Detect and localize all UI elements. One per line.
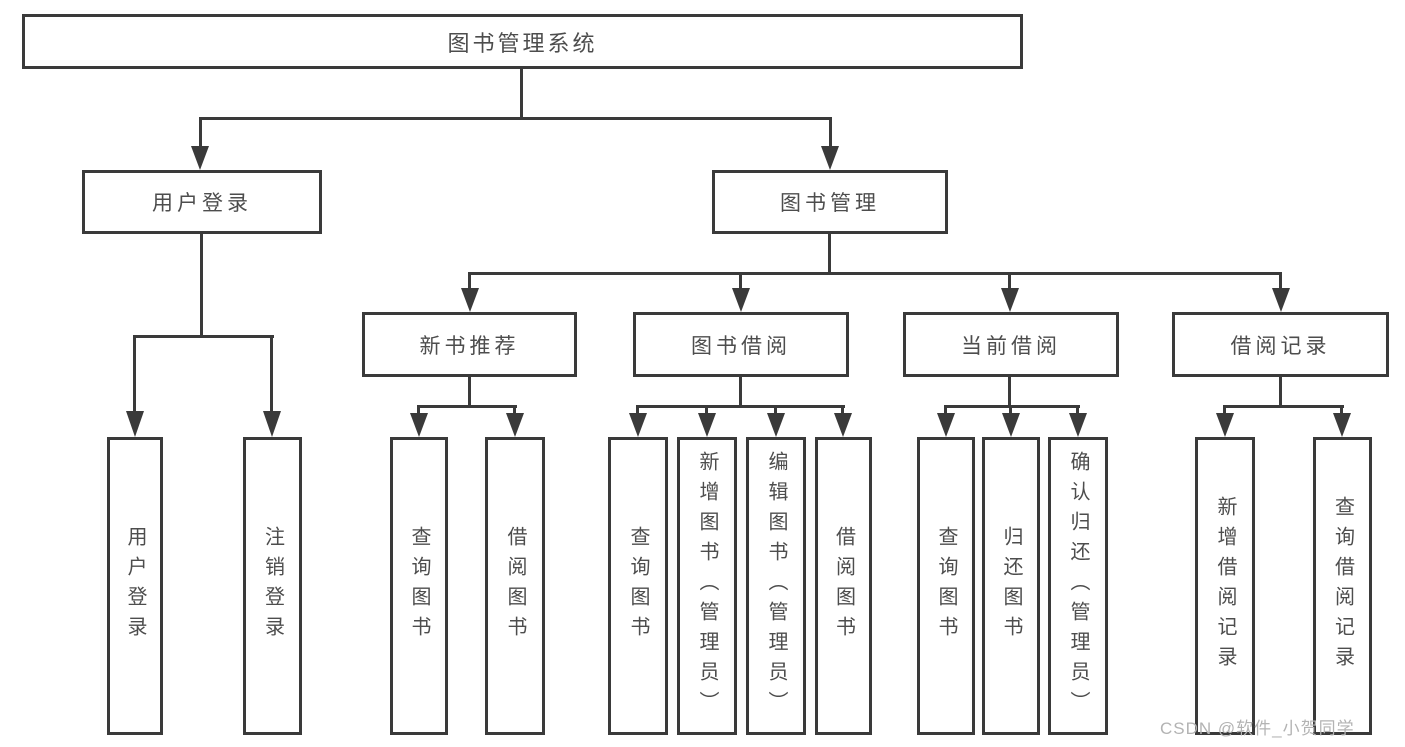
connector-line: [944, 405, 947, 415]
connector-line: [636, 405, 639, 415]
csdn-watermark: CSDN @软件_小贺同学: [1160, 719, 1355, 738]
node-book-management: 图书管理: [712, 170, 948, 234]
node-label: 归还图书: [1000, 526, 1022, 646]
connector-line: [636, 405, 845, 408]
connector-line: [1223, 405, 1344, 408]
connector-line: [1279, 272, 1282, 290]
node-label: 图书借阅: [691, 334, 791, 358]
node-label: 查询图书: [408, 526, 430, 646]
connector-line: [513, 405, 516, 415]
connector-line: [417, 405, 517, 408]
node-library-management-system: 图书管理系统: [22, 14, 1023, 69]
leaf-add-borrow-record: 新增借阅记录: [1195, 437, 1255, 735]
node-label: 注销登录: [261, 526, 284, 646]
connector-line: [133, 335, 274, 338]
arrowhead-down-icon: [191, 146, 209, 170]
node-label: 借阅图书: [832, 526, 855, 646]
arrowhead-down-icon: [1272, 288, 1290, 312]
node-new-book-recommendation: 新书推荐: [362, 312, 577, 377]
connector-line: [1009, 405, 1012, 415]
leaf-query-books-1: 查询图书: [390, 437, 448, 735]
node-label: 图书管理: [780, 192, 880, 215]
node-label: 用户登录: [124, 526, 146, 646]
leaf-borrow-books-1: 借阅图书: [485, 437, 545, 735]
arrowhead-down-icon: [461, 288, 479, 312]
node-current-borrowing: 当前借阅: [903, 312, 1119, 377]
node-label: 确认归还（管理员）: [1067, 451, 1089, 721]
arrowhead-down-icon: [767, 413, 785, 437]
node-book-borrowing: 图书借阅: [633, 312, 849, 377]
connector-line: [199, 117, 202, 148]
node-label: 用户登录: [152, 192, 252, 215]
connector-line: [1340, 405, 1343, 415]
leaf-edit-books-admin: 编辑图书（管理员）: [746, 437, 806, 735]
connector-line: [199, 117, 832, 120]
arrowhead-down-icon: [1002, 413, 1020, 437]
arrowhead-down-icon: [263, 411, 281, 437]
node-label: 新增图书（管理员）: [696, 451, 718, 721]
node-label: 查询图书: [935, 526, 957, 646]
connector-line: [1008, 272, 1011, 290]
connector-line: [739, 377, 742, 405]
arrowhead-down-icon: [629, 413, 647, 437]
connector-line: [739, 272, 742, 290]
node-label: 当前借阅: [961, 334, 1061, 358]
arrowhead-down-icon: [506, 413, 524, 437]
arrowhead-down-icon: [126, 411, 144, 437]
leaf-return-books: 归还图书: [982, 437, 1040, 735]
connector-line: [200, 233, 203, 335]
connector-line: [520, 69, 523, 117]
arrowhead-down-icon: [1001, 288, 1019, 312]
connector-line: [1279, 377, 1282, 405]
connector-line: [1223, 405, 1226, 415]
node-label: 查询借阅记录: [1331, 496, 1354, 676]
leaf-borrow-books-2: 借阅图书: [815, 437, 872, 735]
node-label: 新书推荐: [419, 334, 520, 358]
node-borrowing-records: 借阅记录: [1172, 312, 1389, 377]
connector-line: [468, 272, 471, 290]
arrowhead-down-icon: [937, 413, 955, 437]
leaf-logout: 注销登录: [243, 437, 302, 735]
arrowhead-down-icon: [834, 413, 852, 437]
node-label: 编辑图书（管理员）: [765, 451, 787, 721]
arrowhead-down-icon: [698, 413, 716, 437]
node-label: 图书管理系统: [447, 30, 598, 56]
connector-line: [417, 405, 420, 415]
leaf-add-books-admin: 新增图书（管理员）: [677, 437, 737, 735]
connector-line: [944, 405, 1080, 408]
connector-line: [468, 377, 471, 405]
connector-line: [705, 405, 708, 415]
node-label: 新增借阅记录: [1214, 496, 1236, 676]
arrowhead-down-icon: [1333, 413, 1351, 437]
connector-line: [829, 117, 832, 148]
node-user-login: 用户登录: [82, 170, 322, 234]
connector-line: [270, 335, 273, 411]
connector-line: [1076, 405, 1079, 415]
leaf-user-login: 用户登录: [107, 437, 163, 735]
arrowhead-down-icon: [732, 288, 750, 312]
node-label: 借阅记录: [1230, 334, 1331, 358]
leaf-query-borrow-record: 查询借阅记录: [1313, 437, 1372, 735]
arrowhead-down-icon: [1069, 413, 1087, 437]
connector-line: [828, 233, 831, 272]
node-label: 借阅图书: [504, 526, 526, 646]
connector-line: [468, 272, 1282, 275]
node-label: 查询图书: [627, 526, 649, 646]
leaf-query-books-3: 查询图书: [917, 437, 975, 735]
leaf-query-books-2: 查询图书: [608, 437, 668, 735]
connector-line: [774, 405, 777, 415]
connector-line: [841, 405, 844, 415]
connector-line: [133, 335, 136, 411]
connector-line: [1008, 377, 1011, 405]
arrowhead-down-icon: [1216, 413, 1234, 437]
leaf-confirm-return-admin: 确认归还（管理员）: [1048, 437, 1108, 735]
arrowhead-down-icon: [410, 413, 428, 437]
arrowhead-down-icon: [821, 146, 839, 170]
